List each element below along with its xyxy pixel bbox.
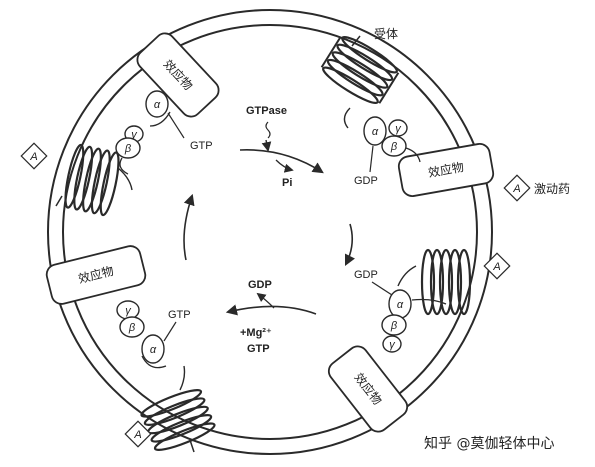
ligand-right-bound-label: A: [492, 261, 500, 273]
receptor-top-right-loop: [343, 107, 351, 129]
svg-text:γ: γ: [395, 123, 402, 135]
svg-text:α: α: [154, 99, 161, 111]
g-protein-top-left: α γ β GTP: [115, 90, 213, 175]
svg-text:GDP: GDP: [354, 269, 378, 281]
gtpase-label: GTPase: [246, 105, 287, 117]
svg-text:β: β: [390, 141, 398, 153]
ligand-right-bound: [483, 252, 511, 280]
receptor-bottom-tail: [189, 439, 195, 453]
top-cycle-arrow: [239, 149, 324, 174]
ligand-bottom-label: A: [133, 429, 141, 441]
left-cycle-arrow: [183, 193, 195, 261]
receptor-left: [64, 143, 120, 217]
receptor-bottom-loop: [179, 365, 186, 391]
receptor-left-tail: [55, 195, 63, 207]
svg-text:α: α: [150, 344, 157, 356]
svg-text:效应物: 效应物: [427, 159, 465, 180]
svg-text:γ: γ: [131, 129, 138, 141]
effector-right: 效应物: [397, 143, 495, 197]
gdp-bottom-label: GDP: [248, 279, 272, 291]
ligand-right-mid: [503, 174, 531, 202]
pi-label: Pi: [282, 177, 292, 189]
gtpase-squiggle: [265, 121, 271, 139]
receptor-left-loop: [117, 167, 133, 191]
membrane-outer: [47, 9, 493, 455]
svg-text:γ: γ: [389, 339, 396, 351]
svg-text:GTP: GTP: [190, 140, 213, 152]
svg-text:α: α: [397, 299, 404, 311]
ligand-bottom: [124, 420, 152, 448]
svg-text:β: β: [390, 320, 398, 332]
mg-label: +Mg²⁺: [240, 327, 272, 339]
effector-top-left: 效应物: [136, 32, 220, 118]
g-protein-top-right: α γ β GDP: [354, 116, 421, 187]
gtpase-arrow: [261, 139, 272, 152]
g-protein-right: α β γ GDP: [354, 269, 447, 353]
svg-text:β: β: [124, 143, 132, 155]
gdp-release-arrow: [256, 292, 275, 309]
svg-text:GDP: GDP: [354, 175, 378, 187]
pi-arrow: [275, 159, 294, 173]
receptor-right: [420, 248, 472, 316]
g-protein-bottom-left: γ β α GTP: [116, 300, 191, 369]
agonist-label: 激动药: [534, 182, 570, 196]
membrane-inner: [62, 24, 478, 440]
ligand-left: [20, 142, 48, 170]
receptor-right-loop: [397, 265, 417, 287]
svg-text:β: β: [128, 322, 136, 334]
effector-bottom-right: 效应物: [327, 345, 409, 433]
gtp-bottom-label: GTP: [247, 343, 270, 355]
receptor-label: 受体: [374, 27, 398, 41]
svg-text:γ: γ: [125, 305, 132, 317]
ligand-right-mid-label: A: [512, 183, 520, 195]
watermark: 知乎 @莫伽轻体中心: [424, 435, 554, 452]
receptor-top-right: [320, 35, 400, 105]
receptor-top-right-tail: [351, 35, 361, 47]
effector-left: 效应物: [45, 245, 147, 305]
ligand-left-label: A: [29, 151, 37, 163]
svg-text:α: α: [372, 126, 379, 138]
right-cycle-arrow: [344, 223, 356, 267]
bottom-cycle-arrow: [225, 304, 317, 316]
svg-text:GTP: GTP: [168, 309, 191, 321]
